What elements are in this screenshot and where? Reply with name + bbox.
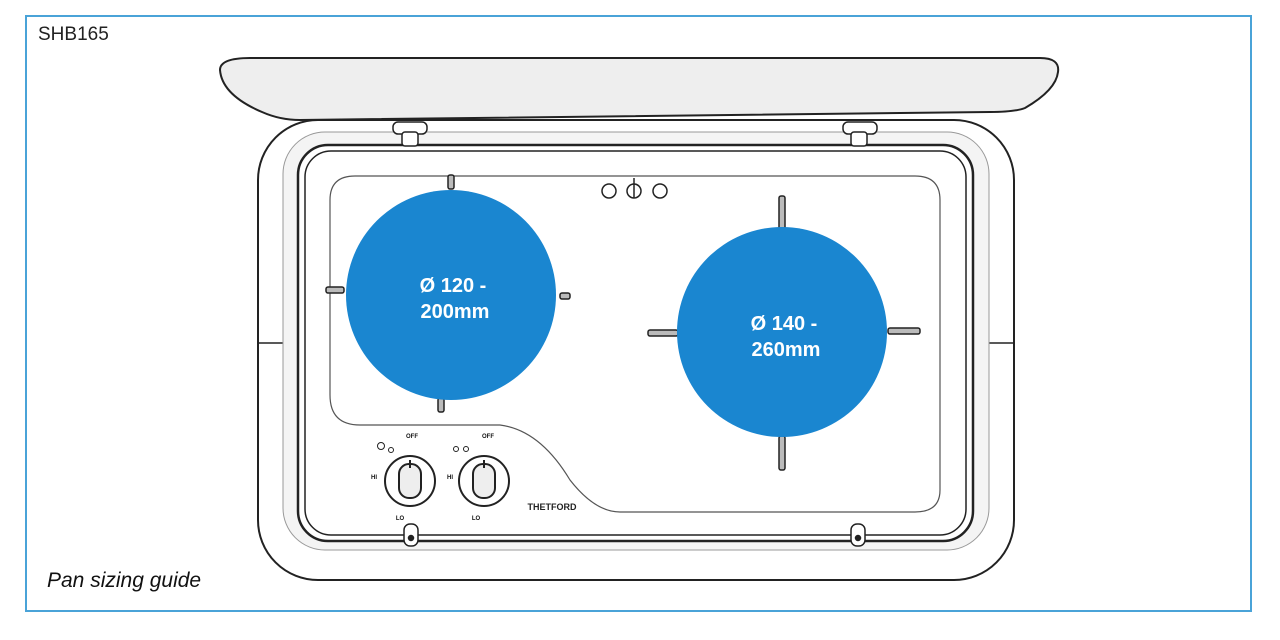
burner-indicator-icon bbox=[453, 446, 469, 452]
knob-right-off-label: OFF bbox=[482, 434, 494, 440]
knob-left[interactable] bbox=[384, 455, 436, 507]
clip-left bbox=[403, 523, 419, 547]
knob-right[interactable] bbox=[458, 455, 510, 507]
clip-right bbox=[850, 523, 866, 547]
figure-frame bbox=[25, 15, 1252, 612]
knob-right-hi-label: HI bbox=[447, 475, 453, 481]
hinge-right bbox=[842, 121, 878, 147]
burner-right-size-circle bbox=[677, 227, 887, 437]
symbols-icon bbox=[601, 178, 668, 199]
burner-right-label-line2: 260mm bbox=[752, 339, 821, 361]
svg-text:THETFORD: THETFORD bbox=[528, 502, 577, 512]
knob-left-lo-label: LO bbox=[396, 516, 405, 522]
caption: Pan sizing guide bbox=[47, 569, 202, 592]
knob-left-hi-label: HI bbox=[371, 475, 377, 481]
burner-left-label-line2: 200mm bbox=[421, 301, 490, 323]
burner-right-label-line1: Ø 140 - bbox=[751, 313, 818, 335]
pan-supports-left bbox=[325, 174, 571, 413]
hinge-left bbox=[392, 121, 428, 147]
burner-indicator-icon bbox=[377, 442, 394, 453]
knob-right-lo-label: LO bbox=[472, 516, 481, 522]
knob-left-off-label: OFF bbox=[406, 434, 418, 440]
pan-supports-right bbox=[647, 195, 921, 471]
lid bbox=[218, 57, 1060, 122]
model-label: SHB165 bbox=[38, 24, 109, 45]
burner-left-size-circle bbox=[346, 190, 556, 400]
brand-logo: THETFORD bbox=[526, 500, 578, 512]
burner-left-label-line1: Ø 120 - bbox=[420, 275, 487, 297]
